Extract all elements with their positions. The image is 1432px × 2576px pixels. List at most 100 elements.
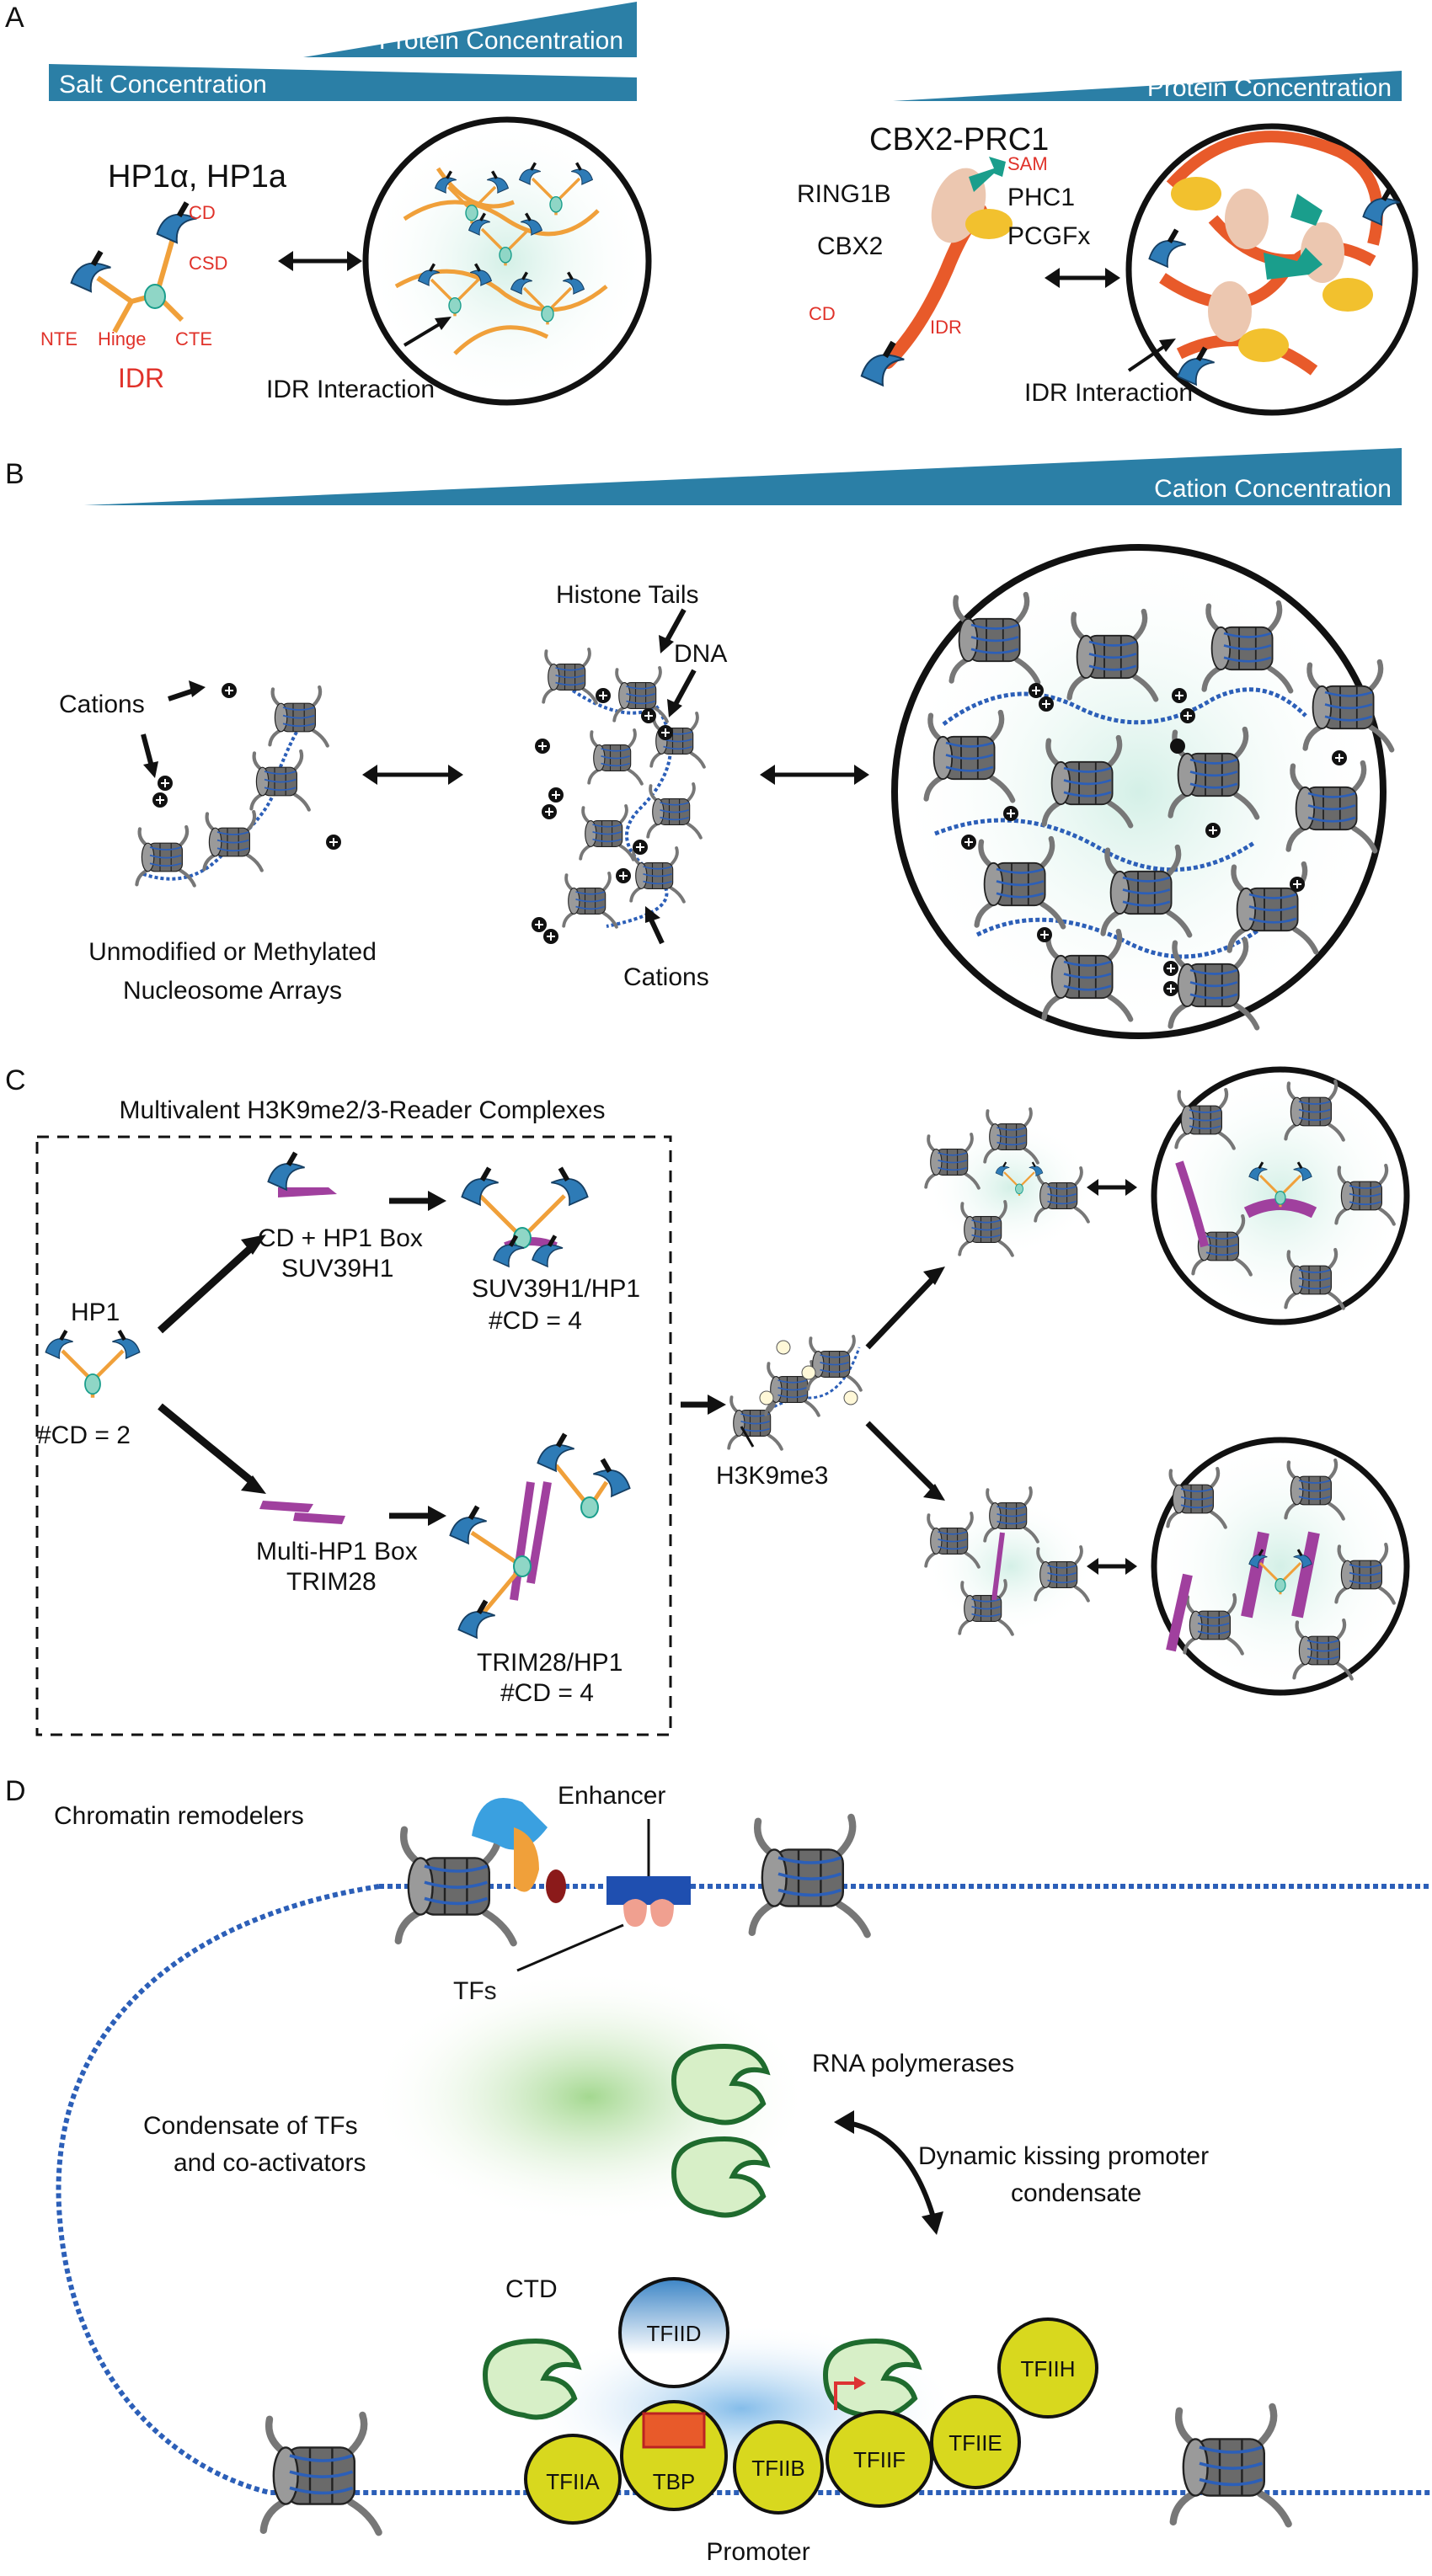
panel-b: B Cation Concentration Cations Unmodifie…: [5, 448, 1402, 1039]
nucleosome-array-left: [136, 687, 327, 886]
trim-line2: TRIM28: [286, 1568, 377, 1596]
cations-mid-label: Cations: [623, 963, 709, 991]
cations-left-label: Cations: [59, 691, 145, 718]
caption-line1: Unmodified or Methylated: [88, 938, 377, 966]
trim-cluster-small: [926, 1488, 1095, 1635]
tfiif: TFIIF: [826, 2410, 933, 2508]
hp1-dimer-icon: [45, 1330, 140, 1398]
tfiid: TFIID: [618, 2277, 729, 2388]
tfiia: TFIIA: [524, 2434, 622, 2525]
trim-complex-line2: #CD = 4: [500, 1679, 594, 1707]
nucleosome-left-bottom: [264, 2415, 379, 2532]
condensate-line1: Condensate of TFs: [143, 2112, 358, 2140]
tbp: TBP: [620, 2400, 728, 2511]
enhancer-tf-complex: [606, 1876, 691, 1927]
cbx2-prc1-title: CBX2-PRC1: [869, 122, 1049, 157]
cbx2-condensate-circle: [1125, 123, 1419, 416]
cbx2-prc1-molecule: [860, 157, 1013, 387]
idr-interaction-left-label: IDR Interaction: [266, 376, 435, 403]
cd-count-2: #CD = 2: [37, 1421, 131, 1449]
tfiib: TFIIB: [733, 2420, 824, 2515]
tbp-label: TBP: [653, 2469, 696, 2494]
panel-c-letter: C: [5, 1064, 26, 1096]
panel-a: A Protein Concentration Salt Concentrati…: [5, 2, 1419, 416]
nucleosome-array-middle: [531, 648, 706, 945]
suv-line1: CD + HP1 Box: [258, 1224, 423, 1252]
suv-complex-line1: SUV39H1/HP1: [472, 1275, 640, 1303]
box-title: Multivalent H3K9me2/3-Reader Complexes: [120, 1096, 606, 1124]
protein-concentration-bar-left: [303, 2, 637, 57]
hp1-condensate-circle: [362, 116, 652, 406]
caption-line2: Nucleosome Arrays: [123, 977, 342, 1005]
cation-concentration-label: Cation Concentration: [1154, 475, 1392, 503]
cd-label: CD: [189, 202, 216, 223]
suv-condensate-circle: [1151, 1066, 1410, 1325]
tfiie-label: TFIIE: [948, 2430, 1002, 2456]
protein-concentration-label-right: Protein Concentration: [1147, 74, 1392, 102]
idr-interaction-right-label: IDR Interaction: [1024, 379, 1193, 407]
idr-label: IDR: [118, 363, 164, 393]
tss-arrow: [834, 2381, 856, 2410]
trim-line1: Multi-HP1 Box: [256, 1538, 418, 1565]
rna-polymerase-bottom: [671, 2136, 771, 2218]
h3k9me3-array: [729, 1336, 861, 1449]
ring1b-label: RING1B: [797, 180, 891, 208]
suv-line2: SUV39H1: [281, 1255, 393, 1283]
kissing-line2: condensate: [1011, 2179, 1141, 2207]
hp1-title: HP1α, HP1a: [108, 159, 287, 195]
hinge-label: Hinge: [98, 328, 146, 349]
trim-condensate-circle: [1151, 1437, 1410, 1696]
salt-concentration-bar: [49, 64, 637, 101]
kissing-line1: Dynamic kissing promoter: [918, 2142, 1209, 2170]
pcgfx-label: PCGFx: [1007, 222, 1090, 250]
rna-polymerase-top: [671, 2043, 771, 2125]
hp1-label: HP1: [71, 1299, 120, 1326]
protein-concentration-bar-right: [893, 71, 1402, 101]
tfiih: TFIIH: [997, 2317, 1098, 2419]
reader-complexes-box: [35, 1135, 672, 1736]
trim28-hp1-complex: [449, 1432, 631, 1639]
rna-polymerases-label: RNA polymerases: [812, 2050, 1014, 2077]
h3k9me3-label: H3K9me3: [716, 1462, 828, 1490]
nucleosome-right-bottom: [1173, 2407, 1289, 2524]
panel-d: D Chromatin remodelers Enhancer TFs Cond…: [5, 1775, 1432, 2566]
idr-label-2: IDR: [930, 317, 962, 338]
hp1-molecule: [70, 200, 198, 333]
tfiif-label: TFIIF: [853, 2447, 906, 2472]
tfiid-label: TFIID: [647, 2321, 702, 2346]
cd-label-2: CD: [809, 303, 836, 324]
promoter-label: Promoter: [706, 2538, 810, 2566]
suv-complex-line2: #CD = 4: [489, 1307, 582, 1335]
nte-label: NTE: [40, 328, 77, 349]
remodeler-nucleosome: [398, 1798, 566, 1943]
cation-concentration-bar: [84, 448, 1402, 505]
tfiia-label: TFIIA: [546, 2469, 600, 2494]
enhancer-label: Enhancer: [558, 1782, 665, 1810]
tfiib-label: TFIIB: [751, 2456, 805, 2481]
protein-concentration-label-left: Protein Concentration: [379, 27, 623, 55]
suv39h1-icon: [267, 1150, 337, 1197]
panel-c: C Multivalent H3K9me2/3-Reader Complexes…: [5, 1064, 1410, 1736]
panel-b-letter: B: [5, 458, 24, 490]
ctd-label: CTD: [505, 2275, 558, 2303]
dna-strand: [56, 1884, 1432, 2495]
cbx2-label: CBX2: [817, 232, 883, 260]
trim28-icon: [259, 1501, 345, 1524]
suv39h1-hp1-complex: [461, 1165, 589, 1267]
phc1-label: PHC1: [1007, 184, 1075, 211]
nucleosome-condensate-circle: [891, 544, 1392, 1039]
curved-double-arrow: [834, 2110, 943, 2235]
chromatin-remodelers-label: Chromatin remodelers: [54, 1802, 304, 1830]
salt-concentration-label: Salt Concentration: [59, 71, 267, 99]
tfiie: TFIIE: [930, 2395, 1021, 2489]
cte-label: CTE: [175, 328, 212, 349]
dna-label: DNA: [674, 640, 727, 668]
trim-complex-line1: TRIM28/HP1: [477, 1649, 622, 1677]
sam-label: SAM: [1007, 153, 1048, 174]
rna-polymerase-promoter-left: [482, 2338, 582, 2420]
panel-a-letter: A: [5, 2, 24, 34]
panel-d-letter: D: [5, 1775, 26, 1807]
nucleosome-right-top: [752, 1817, 868, 1934]
tfiih-label: TFIIH: [1021, 2356, 1076, 2381]
